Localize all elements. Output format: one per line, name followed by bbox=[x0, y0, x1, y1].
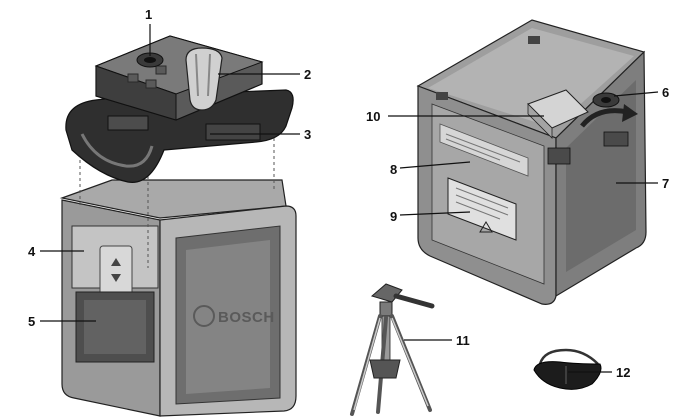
tripod bbox=[350, 283, 435, 416]
callout-6: 6 bbox=[662, 85, 669, 100]
callout-5: 5 bbox=[28, 314, 35, 329]
serial-number-label bbox=[439, 123, 529, 177]
callout-4: 4 bbox=[28, 244, 36, 259]
callout-2: 2 bbox=[304, 67, 311, 82]
laser-cube-rear bbox=[416, 19, 647, 305]
callout-12: 12 bbox=[616, 365, 630, 380]
holder-clamp bbox=[65, 89, 294, 183]
leader-lines bbox=[40, 24, 659, 373]
battery-lid-latch bbox=[580, 92, 638, 128]
callout-numbers: 1 2 3 4 5 6 7 8 9 10 11 12 bbox=[28, 7, 669, 380]
slider-switch bbox=[71, 225, 159, 297]
callout-1: 1 bbox=[145, 7, 152, 22]
battery-compartment-lid bbox=[527, 89, 589, 139]
callout-8: 8 bbox=[390, 162, 397, 177]
callout-7: 7 bbox=[662, 176, 669, 191]
laser-viewing-glasses bbox=[533, 348, 602, 390]
rear-clips bbox=[436, 36, 629, 165]
brand-text: BOSCH bbox=[218, 309, 275, 326]
tripod-mount-thread bbox=[136, 52, 164, 68]
callout-3: 3 bbox=[304, 127, 311, 142]
bosch-logo: BOSCH bbox=[193, 305, 275, 327]
callout-11: 11 bbox=[456, 333, 470, 348]
locking-knob bbox=[185, 47, 223, 111]
laser-warning-label bbox=[447, 177, 517, 241]
callout-10: 10 bbox=[366, 109, 380, 124]
callout-9: 9 bbox=[390, 209, 397, 224]
